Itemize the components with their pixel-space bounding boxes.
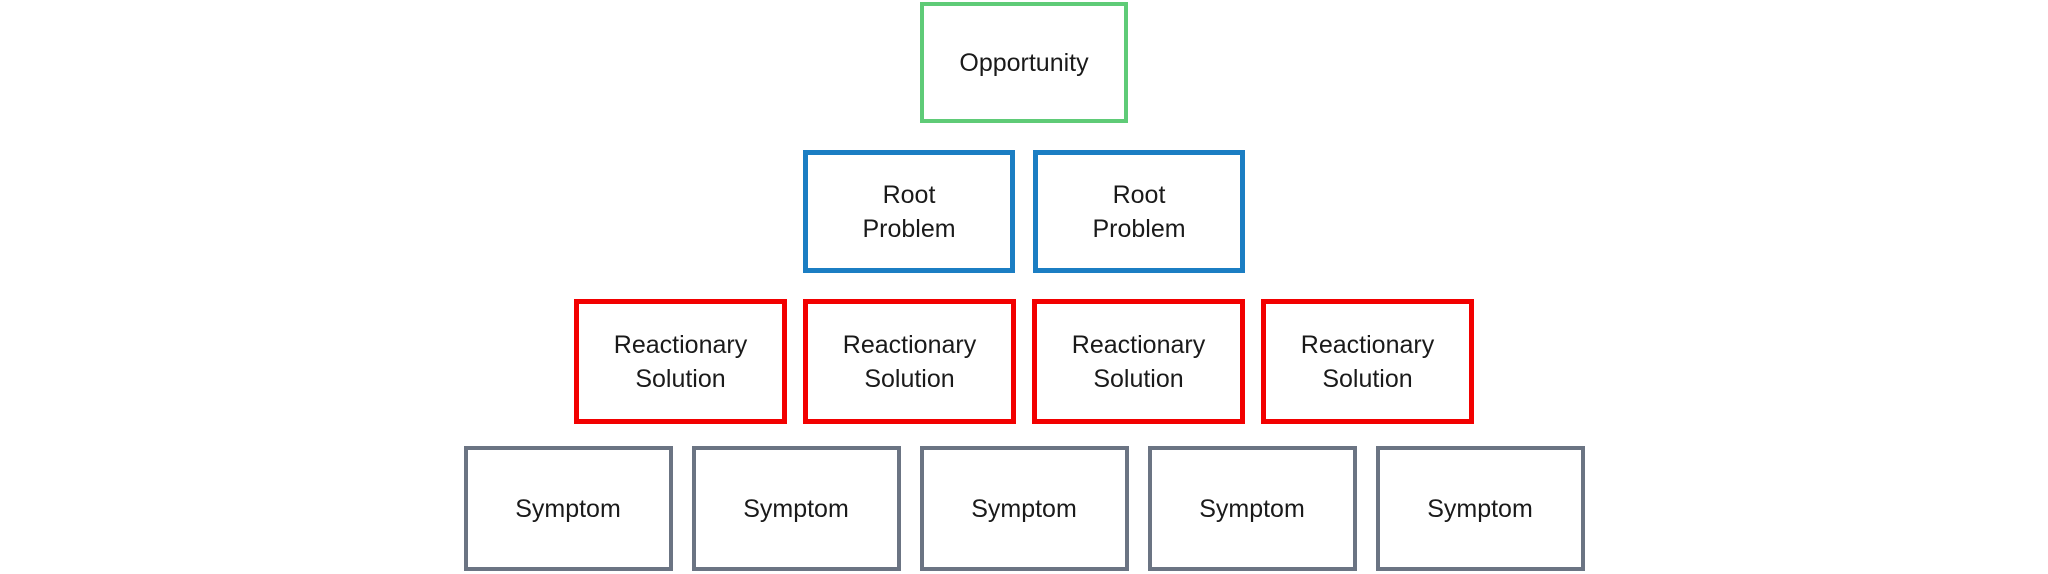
symptom-row: Symptom Symptom Symptom Symptom Symptom — [0, 446, 2048, 571]
opportunity-box: Opportunity — [920, 2, 1128, 123]
reactionary-solution-box-4: Reactionary Solution — [1261, 299, 1474, 424]
root-problem-row: Root Problem Root Problem — [0, 150, 2048, 273]
root-problem-box-1: Root Problem — [803, 150, 1015, 273]
reactionary-solution-box-3: Reactionary Solution — [1032, 299, 1245, 424]
reactionary-solution-row: Reactionary Solution Reactionary Solutio… — [0, 299, 2048, 424]
symptom-box-2: Symptom — [691, 446, 901, 571]
symptom-box-1: Symptom — [463, 446, 673, 571]
opportunity-row: Opportunity — [0, 2, 2048, 123]
symptom-box-4: Symptom — [1147, 446, 1357, 571]
symptom-box-3: Symptom — [919, 446, 1129, 571]
root-problem-box-2: Root Problem — [1033, 150, 1245, 273]
reactionary-solution-box-2: Reactionary Solution — [803, 299, 1016, 424]
symptom-box-5: Symptom — [1375, 446, 1585, 571]
reactionary-solution-box-1: Reactionary Solution — [574, 299, 787, 424]
